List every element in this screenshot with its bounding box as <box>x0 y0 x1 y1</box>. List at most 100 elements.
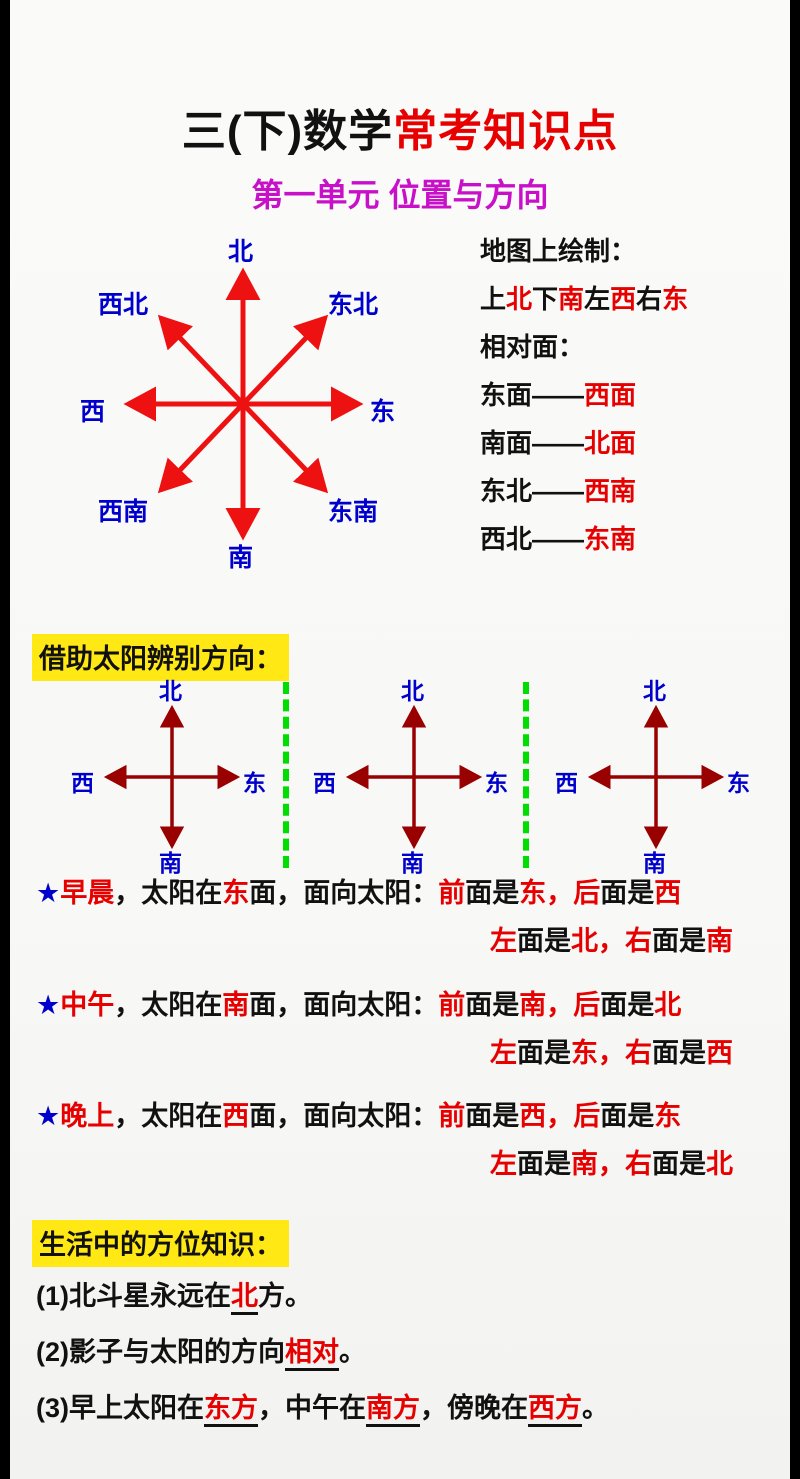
rule-mid: ，太阳在 <box>114 1101 223 1131</box>
item-text-2: 。 <box>339 1337 366 1367</box>
item-text-1: 影子与太阳的方向 <box>69 1337 285 1367</box>
page-subtitle: 第一单元 位置与方向 <box>251 177 549 213</box>
rule-sun-dir: 南 <box>222 990 250 1020</box>
map-notes-heading-2: 相对面： <box>480 332 585 362</box>
sun-rule-line-1: ★中午，太阳在南面，面向太阳：前面是南，后面是北 <box>36 992 681 1019</box>
rule-left-label: 左 <box>490 926 517 956</box>
pair-left: 东北—— <box>480 476 585 506</box>
pair-left: 东面—— <box>480 380 585 410</box>
title-red-part: 常考知识点 <box>393 107 619 156</box>
rule-tail: 面，面向太阳： <box>249 1101 439 1131</box>
compass-label-northwest: 西北 <box>98 291 149 319</box>
rule-sun-dir: 东 <box>222 878 250 908</box>
rule-comma: ， <box>546 990 574 1020</box>
rule-comma-2: ， <box>598 926 625 956</box>
rule-mid: ，太阳在 <box>114 990 223 1020</box>
cross-label-north: 北 <box>643 678 666 704</box>
item-text-3: ，傍晚在 <box>420 1393 528 1423</box>
rule-back-mid: 面是 <box>600 990 655 1020</box>
cross-label-north: 北 <box>159 678 182 704</box>
opposite-pair-row: 西北——东南 <box>480 526 790 552</box>
compass-rose-diagram: 北 东北 东 东南 南 西南 西 西北 <box>50 238 450 600</box>
rule-left-mid: 面是 <box>517 1038 571 1068</box>
item-highlight-3: 西方 <box>528 1393 582 1427</box>
life-item-2: (2)影子与太阳的方向相对。 <box>36 1337 366 1371</box>
pair-left: 西北—— <box>480 524 585 554</box>
rule-seg-3: 南 <box>558 284 585 314</box>
rule-mid: ，太阳在 <box>114 878 223 908</box>
opposite-pair-row: 东面——西面 <box>480 382 790 408</box>
item-highlight-1: 北 <box>231 1281 258 1315</box>
rule-comma: ， <box>546 1101 574 1131</box>
rule-left-label: 左 <box>490 1149 517 1179</box>
rule-seg-0: 上 <box>480 284 507 314</box>
item-highlight-1: 相对 <box>285 1337 339 1371</box>
sun-rule-line-2: 左面是北，右面是南 <box>490 928 733 955</box>
life-item-3: (3)早上太阳在东方，中午在南方，傍晚在西方。 <box>36 1393 609 1427</box>
rule-back-mid: 面是 <box>600 878 655 908</box>
pair-right: 西南 <box>584 476 637 506</box>
title-black-part: 三(下)数学 <box>181 107 394 156</box>
life-section-heading: 生活中的方位知识： <box>32 1220 289 1267</box>
opposite-pair-row: 东北——西南 <box>480 478 790 504</box>
map-notes-heading-1: 地图上绘制： <box>480 236 637 266</box>
sun-rule-line-1: ★晚上，太阳在西面，面向太阳：前面是西，后面是东 <box>36 1103 681 1130</box>
rule-comma-2: ， <box>598 1038 625 1068</box>
rule-back-dir: 西 <box>654 878 682 908</box>
rule-back-label: 后 <box>573 878 601 908</box>
item-number: (2) <box>36 1337 69 1367</box>
compass-label-southwest: 西南 <box>98 498 149 526</box>
rule-left-dir: 东 <box>571 1038 598 1068</box>
item-text-1: 早上太阳在 <box>69 1393 204 1423</box>
rule-right-dir: 西 <box>706 1038 733 1068</box>
rule-time: 早晨 <box>60 878 115 908</box>
rule-sun-dir: 西 <box>222 1101 250 1131</box>
pair-right: 西面 <box>584 380 637 410</box>
rule-left-dir: 北 <box>571 926 598 956</box>
cross-label-east: 东 <box>485 770 508 796</box>
rule-front-dir: 西 <box>519 1101 547 1131</box>
pair-right: 东南 <box>584 524 637 554</box>
cross-arrows-svg <box>103 704 241 850</box>
cross-label-north: 北 <box>401 678 424 704</box>
sun-section-heading: 借助太阳辨别方向： <box>32 634 289 681</box>
map-notes-column: 地图上绘制： 上北下南左西右东 相对面： 东面——西面 南面——北面 东北——西… <box>480 238 790 574</box>
rule-seg-1: 北 <box>506 284 533 314</box>
rule-seg-7: 东 <box>662 284 689 314</box>
rule-left-dir: 南 <box>571 1149 598 1179</box>
rule-tail: 面，面向太阳： <box>249 990 439 1020</box>
star-icon: ★ <box>36 1101 61 1131</box>
map-orientation-rule: 上北下南左西右东 <box>480 286 790 312</box>
rule-back-dir: 北 <box>654 990 682 1020</box>
rule-seg-2: 下 <box>532 284 559 314</box>
cross-label-east: 东 <box>727 770 750 796</box>
compass-label-north: 北 <box>228 238 254 266</box>
cross-diagram-noon: 北 南 西 东 <box>297 678 527 876</box>
rule-left-mid: 面是 <box>517 926 571 956</box>
rule-front-label: 前 <box>438 1101 466 1131</box>
sun-rule-line-2: 左面是东，右面是西 <box>490 1040 733 1067</box>
cross-label-south: 南 <box>401 850 424 876</box>
sun-rule-line-2: 左面是南，右面是北 <box>490 1151 733 1178</box>
cross-label-east: 东 <box>243 770 266 796</box>
rule-front-label: 前 <box>438 990 466 1020</box>
rule-front-dir: 南 <box>519 990 547 1020</box>
pair-left: 南面—— <box>480 428 585 458</box>
cross-label-south: 南 <box>643 850 666 876</box>
rule-left-mid: 面是 <box>517 1149 571 1179</box>
rule-tail: 面，面向太阳： <box>249 878 439 908</box>
rule-front-mid: 面是 <box>465 1101 520 1131</box>
rule-time: 中午 <box>60 990 115 1020</box>
rule-comma-2: ， <box>598 1149 625 1179</box>
item-text-1: 北斗星永远在 <box>69 1281 231 1311</box>
compass-label-west: 西 <box>80 398 106 426</box>
page-title: 三(下)数学常考知识点 <box>10 95 790 159</box>
rule-comma: ， <box>546 878 574 908</box>
rule-front-label: 前 <box>438 878 466 908</box>
rule-front-mid: 面是 <box>465 990 520 1020</box>
infographic-page: 三(下)数学常考知识点 第一单元 位置与方向 北 东北 东 东南 <box>10 0 790 1479</box>
compass-label-southeast: 东南 <box>328 498 379 526</box>
rule-right-mid: 面是 <box>652 926 706 956</box>
life-item-1: (1)北斗星永远在北方。 <box>36 1281 312 1315</box>
compass-label-northeast: 东北 <box>328 291 379 319</box>
